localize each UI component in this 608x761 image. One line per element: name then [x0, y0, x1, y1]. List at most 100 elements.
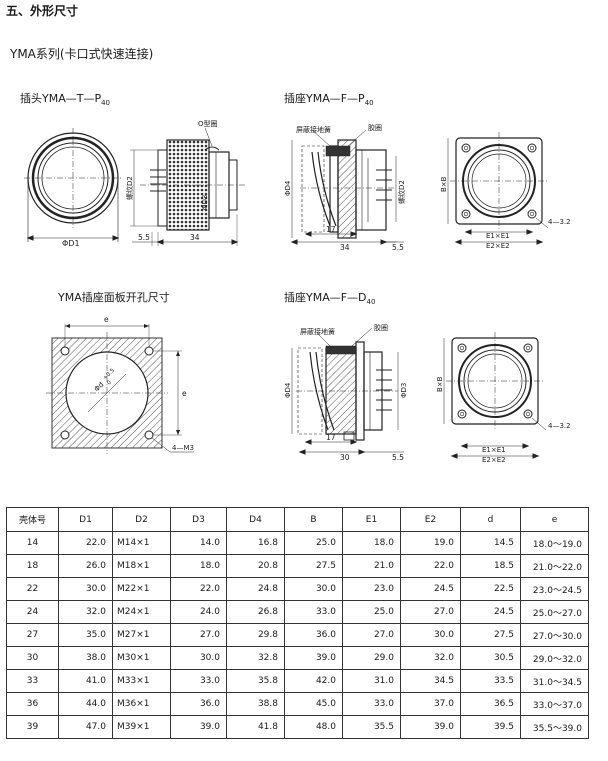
plug-d1-label: ΦD1 [62, 239, 80, 248]
table-cell: 48.0 [284, 715, 343, 739]
section-title: 五、外形尺寸 [6, 4, 79, 18]
table-cell: 30.0 [284, 577, 343, 601]
table-header-cell: D4 [226, 507, 285, 532]
table-cell: 36 [6, 692, 59, 716]
receptacle-p-gasket-label: 胶圈 [368, 123, 382, 132]
table-header-cell: E1 [342, 507, 401, 532]
table-cell: 14 [6, 531, 59, 555]
receptacle-d-shield-label: 屏蔽接地簧 [300, 327, 335, 336]
table-header-cell: e [520, 507, 589, 532]
table-cell: 42.0 [284, 669, 343, 693]
table-cell: 39.0 [284, 646, 343, 670]
table-cell: 35.5～39.0 [520, 715, 589, 739]
table-cell: 27.0 [342, 623, 401, 647]
receptacle-p-figure-title: 插座YMA—F—P40 [284, 92, 374, 108]
table-cell: 27.0 [400, 600, 461, 624]
receptacle-d-gasket-label: 胶圈 [374, 323, 388, 332]
receptacle-p-dim-17: 17 [326, 225, 336, 234]
table-cell: 33.0 [284, 600, 343, 624]
receptacle-d-d4-label: ΦD4 [284, 382, 292, 398]
table-cell: 18.0～19.0 [520, 531, 589, 555]
table-cell: 24.8 [226, 577, 285, 601]
table-cell: 18.0 [342, 531, 401, 555]
cutout-e-top-label: e [104, 315, 109, 324]
table-cell: 22.0 [400, 554, 461, 578]
receptacle-d-e1-label: E1×E1 [482, 446, 506, 454]
table-cell: 22.0 [170, 577, 227, 601]
table-header-cell: d [460, 507, 521, 532]
table-cell: 41.8 [226, 715, 285, 739]
table-cell: 27.0～30.0 [520, 623, 589, 647]
receptacle-p-shield-label: 屏蔽接地簧 [296, 125, 331, 134]
table-row: 30 38.0 M30×1 30.0 32.8 39.0 29.0 32.0 3… [6, 646, 589, 670]
table-cell: 38.0 [58, 646, 113, 670]
plug-front-view [24, 128, 122, 242]
table-cell: M22×1 [112, 577, 171, 601]
table-cell: 32.0 [58, 600, 113, 624]
receptacle-d-e2-label: E2×E2 [482, 456, 506, 464]
plug-d3-label: ΦD3 [201, 195, 209, 210]
table-cell: 44.0 [58, 692, 113, 716]
table-cell: 21.0 [342, 554, 401, 578]
receptacle-p-front-view [447, 132, 549, 245]
table-cell: 18.5 [460, 554, 521, 578]
table-cell: 23.0 [342, 577, 401, 601]
receptacle-p-dim-5-5: 5.5 [392, 243, 404, 252]
table-cell: 29.0 [342, 646, 401, 670]
receptacle-p-e1-label: E1×E1 [486, 232, 510, 240]
receptacle-p-holes-label: 4—3.2 [548, 218, 571, 226]
table-cell: 25.0 [342, 600, 401, 624]
table-cell: 35.5 [342, 715, 401, 739]
table-cell: M18×1 [112, 554, 171, 578]
table-cell: 24 [6, 600, 59, 624]
receptacle-d-holes-label: 4—3.2 [548, 422, 571, 430]
table-cell: 26.0 [58, 554, 113, 578]
plug-dim-5-5: 5.5 [138, 233, 150, 242]
table-cell: 32.8 [226, 646, 285, 670]
table-cell: 32.0 [400, 646, 461, 670]
table-cell: M39×1 [112, 715, 171, 739]
receptacle-p-d4-label: ΦD4 [284, 180, 292, 196]
table-row: 36 44.0 M36×1 36.0 38.8 45.0 33.0 37.0 3… [6, 692, 589, 716]
table-header-cell: E2 [400, 507, 461, 532]
table-header-cell: B [284, 507, 343, 532]
table-cell: 33.0 [342, 692, 401, 716]
table-cell: 30.0 [170, 646, 227, 670]
receptacle-d-front-view [443, 332, 547, 459]
cutout-holes-label: 4—M3 [172, 444, 194, 452]
table-cell: 39.0 [170, 715, 227, 739]
table-cell: 27.0 [170, 623, 227, 647]
table-cell: 33.0 [170, 669, 227, 693]
table-cell: 31.0～34.5 [520, 669, 589, 693]
table-cell: 14.5 [460, 531, 521, 555]
table-cell: 39.5 [460, 715, 521, 739]
receptacle-d-dim-5-5: 5.5 [392, 453, 404, 462]
table-cell: 14.0 [170, 531, 227, 555]
technical-drawings: ΦD1 O型圈 螺纹D2 ΦD3 5.5 34 [24, 119, 571, 464]
table-cell: 18.0 [170, 554, 227, 578]
table-cell: 26.8 [226, 600, 285, 624]
table-cell: 20.8 [226, 554, 285, 578]
table-cell: 22.5 [460, 577, 521, 601]
table-cell: 21.0～22.0 [520, 554, 589, 578]
cutout-figure-title: YMA插座面板开孔尺寸 [58, 291, 170, 304]
plug-thread-label: 螺纹D2 [125, 176, 134, 200]
table-cell: 27 [6, 623, 59, 647]
plug-oring-label: O型圈 [198, 119, 218, 128]
plug-figure-title: 插头YMA—T—P40 [20, 92, 111, 108]
table-cell: 35.8 [226, 669, 285, 693]
table-cell: 23.0～24.5 [520, 577, 589, 601]
table-header-cell: 壳体号 [6, 507, 59, 532]
table-cell: 37.0 [400, 692, 461, 716]
table-cell: 30.0 [58, 577, 113, 601]
receptacle-p-dim-34: 34 [340, 243, 350, 252]
table-header-cell: D1 [58, 507, 113, 532]
table-row: 27 35.0 M27×1 27.0 29.8 36.0 27.0 30.0 2… [6, 623, 589, 647]
table-cell: 30.5 [460, 646, 521, 670]
receptacle-d-side-view [291, 327, 404, 455]
cutout-e-side-label: e [182, 389, 187, 398]
table-cell: 22.0 [58, 531, 113, 555]
receptacle-d-bxb-label: B×B [436, 376, 444, 392]
series-title: YMA系列(卡口式快速连接) [10, 47, 154, 61]
table-row: 39 47.0 M39×1 39.0 41.8 48.0 35.5 39.0 3… [6, 715, 589, 739]
